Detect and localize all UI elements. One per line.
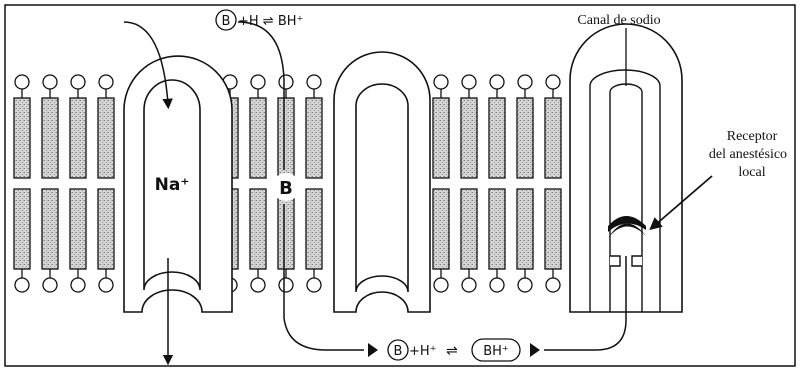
phospholipid [69,74,87,293]
receptor-label-line-1: Receptor [727,129,778,144]
equation-bottom-h-ion: +H⁺ [409,344,437,359]
phospholipid [516,74,534,293]
sodium-channel-open [123,55,233,313]
base-circle-top [215,9,237,31]
sodium-entry-arrow [123,21,173,110]
equation-bottom-arrow: ⇌ [446,343,458,359]
figure-frame [4,4,796,367]
phospholipid [305,74,323,293]
equation-bottom-base: B [394,344,403,359]
equation-top: B +H ⇌ BH⁺ [215,9,303,31]
base-circle-bottom [387,339,409,361]
phospholipid [544,74,562,293]
drug-pathway-line [237,21,364,351]
phospholipid [13,74,31,293]
phospholipid [432,74,450,293]
receptor-arrow [649,175,713,231]
drug-molecule-label: B [279,178,293,199]
phospholipid [277,74,295,293]
phospholipid [97,74,115,293]
receptor-site [608,216,646,238]
phospholipid [460,74,478,293]
phospholipid [249,74,267,293]
lipid-bilayer-middle [221,74,323,293]
receptor-label-line-3: local [738,165,765,180]
sodium-channel-middle [333,51,431,313]
lipid-bilayer-right [432,74,562,293]
sodium-ion-label: Na⁺ [155,175,190,195]
ionized-box [471,338,521,362]
receptor-label-line-2: del anestésico [709,147,787,162]
triangle-marker-1 [368,343,378,357]
drug-pathway-line-right [544,256,627,351]
equation-bottom-ionized: BH⁺ [483,344,509,359]
drug-molecule-circle [272,173,300,201]
phospholipid [41,74,59,293]
triangle-marker-2 [530,343,540,357]
equation-top-base: B [222,14,231,29]
sodium-channel-receptor [569,23,683,313]
phospholipid [488,74,506,293]
channel-label: Canal de sodio [577,13,660,28]
lipid-bilayer-left [13,74,115,293]
equation-top-rest: +H ⇌ BH⁺ [238,14,303,29]
equation-bottom: B +H⁺ ⇌ BH⁺ [387,338,521,362]
